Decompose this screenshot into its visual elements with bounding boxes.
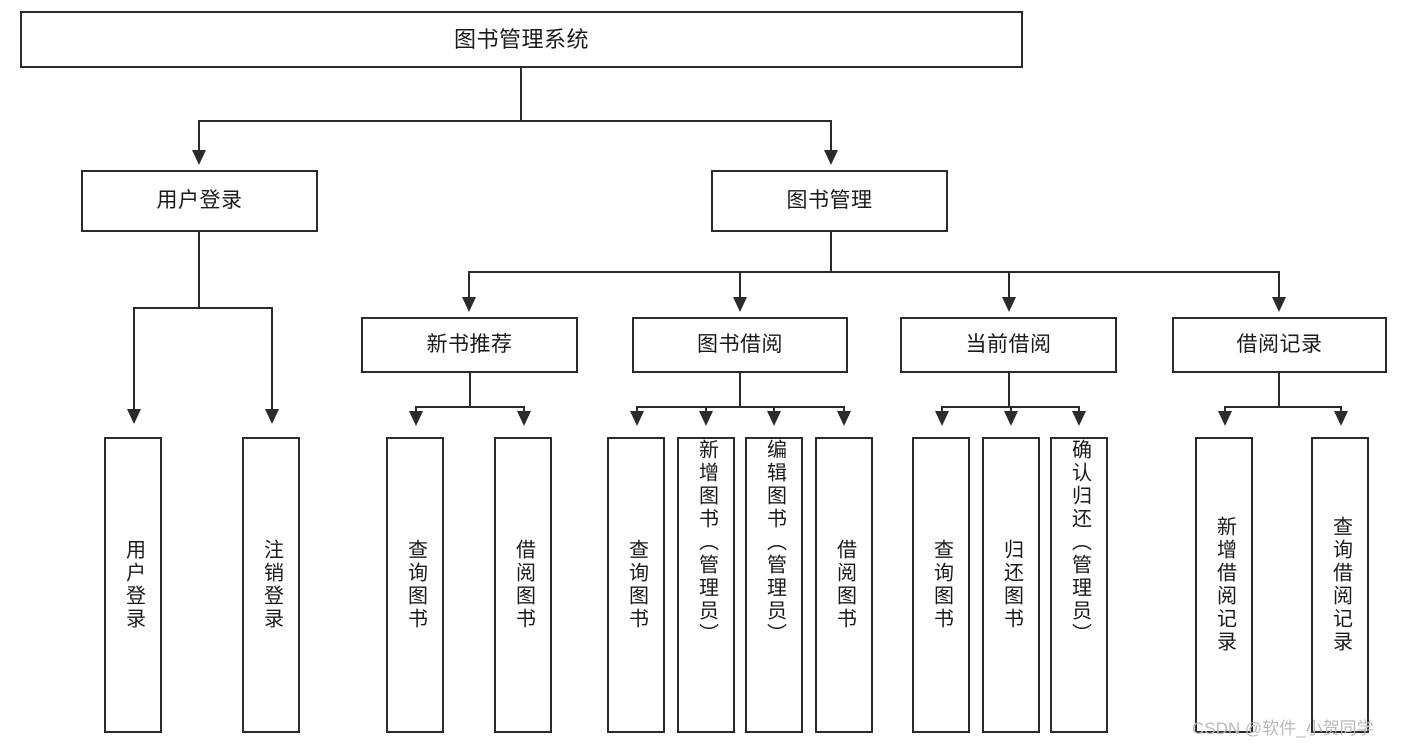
node-leaf-user-login-label: 用户登录 (122, 539, 145, 631)
node-leaf-query-book-1-label: 查询图书 (404, 539, 427, 631)
connector-root-stem (520, 68, 522, 121)
node-leaf-borrow-book-1[interactable]: 借阅图书 (494, 437, 552, 733)
connector-to-new-book-recommend (468, 271, 470, 299)
arrowhead-leaf-edit-book (767, 411, 781, 426)
node-root-label: 图书管理系统 (453, 26, 589, 52)
connector-newbook-stem (469, 373, 471, 407)
node-leaf-query-book-3-label: 查询图书 (930, 539, 953, 631)
connector-to-borrow-record (1278, 271, 1280, 299)
node-leaf-add-record[interactable]: 新增借阅记录 (1195, 437, 1253, 733)
connector-currentborrow-leaf-2 (1010, 406, 1012, 413)
node-leaf-query-book-2-label: 查询图书 (625, 539, 648, 631)
connector-root-to-book-management (830, 120, 832, 152)
arrowhead-book-borrow (733, 297, 747, 312)
arrowhead-leaf-query-record (1334, 411, 1348, 426)
connector-currentborrow-leaf-1 (941, 406, 943, 413)
arrowhead-leaf-user-login (127, 409, 141, 424)
connector-newbook-leaf-1 (415, 406, 417, 413)
node-root[interactable]: 图书管理系统 (20, 11, 1023, 68)
node-leaf-add-record-label: 新增借阅记录 (1213, 516, 1236, 654)
node-leaf-edit-book-label: 编辑图书（管理员） (763, 439, 786, 646)
connector-bookborrow-leaf-1 (636, 406, 638, 413)
node-leaf-query-book-2[interactable]: 查询图书 (607, 437, 665, 733)
node-leaf-confirm-return[interactable]: 确认归还（管理员） (1050, 437, 1108, 733)
node-user-login-label: 用户登录 (156, 188, 243, 212)
node-leaf-return-book-label: 归还图书 (1000, 539, 1023, 631)
arrowhead-leaf-confirm-return (1072, 411, 1086, 426)
connector-to-current-borrow (1008, 271, 1010, 299)
connector-borrowrecord-stem (1278, 373, 1280, 407)
node-leaf-query-book-3[interactable]: 查询图书 (912, 437, 970, 733)
connector-bookmgmt-stem (830, 232, 832, 272)
arrowhead-book-management (824, 150, 838, 165)
arrowhead-leaf-borrow-book-1 (517, 411, 531, 426)
connector-bookmgmt-bus (468, 271, 1280, 273)
node-book-management[interactable]: 图书管理 (711, 170, 948, 232)
node-book-borrow[interactable]: 图书借阅 (632, 317, 848, 373)
node-user-login[interactable]: 用户登录 (81, 170, 318, 232)
arrowhead-leaf-query-book-3 (935, 411, 949, 426)
arrowhead-leaf-query-book-1 (409, 411, 423, 426)
connector-bookborrow-stem (739, 373, 741, 407)
node-leaf-borrow-book-2-label: 借阅图书 (833, 539, 856, 631)
arrowhead-leaf-query-book-2 (630, 411, 644, 426)
connector-bookborrow-leaf-2 (705, 406, 707, 413)
node-leaf-logout[interactable]: 注销登录 (242, 437, 300, 733)
arrowhead-leaf-add-record (1218, 411, 1232, 426)
connector-newbook-leaf-2 (523, 406, 525, 413)
arrowhead-new-book-recommend (462, 297, 476, 312)
node-borrow-record[interactable]: 借阅记录 (1172, 317, 1387, 373)
connector-root-to-user-login (198, 120, 200, 152)
connector-newbook-bus (415, 406, 523, 408)
arrowhead-leaf-logout (265, 409, 279, 424)
connector-userlogin-stem (198, 232, 200, 308)
arrowhead-leaf-add-book (699, 411, 713, 426)
node-leaf-add-book[interactable]: 新增图书（管理员） (677, 437, 735, 733)
node-leaf-borrow-book-2[interactable]: 借阅图书 (815, 437, 873, 733)
node-leaf-query-record-label: 查询借阅记录 (1329, 516, 1352, 654)
connector-userlogin-bus (133, 307, 271, 309)
node-leaf-logout-label: 注销登录 (260, 539, 283, 631)
node-current-borrow[interactable]: 当前借阅 (900, 317, 1117, 373)
node-leaf-return-book[interactable]: 归还图书 (982, 437, 1040, 733)
arrowhead-borrow-record (1272, 297, 1286, 312)
arrowhead-leaf-borrow-book-2 (837, 411, 851, 426)
node-book-management-label: 图书管理 (786, 188, 873, 212)
node-leaf-add-book-label: 新增图书（管理员） (695, 439, 718, 646)
connector-currentborrow-leaf-3 (1078, 406, 1080, 413)
node-new-book-recommend-label: 新书推荐 (426, 332, 513, 356)
connector-root-bus (198, 120, 832, 122)
node-current-borrow-label: 当前借阅 (965, 332, 1052, 356)
node-leaf-borrow-book-1-label: 借阅图书 (512, 539, 535, 631)
arrowhead-user-login (192, 150, 206, 165)
arrowhead-leaf-return-book (1004, 411, 1018, 426)
connector-currentborrow-bus (941, 406, 1078, 408)
arrowhead-current-borrow (1002, 297, 1016, 312)
node-leaf-edit-book[interactable]: 编辑图书（管理员） (745, 437, 803, 733)
connector-borrowrecord-leaf-2 (1340, 406, 1342, 413)
connector-to-book-borrow (739, 271, 741, 299)
connector-bookborrow-leaf-3 (773, 406, 775, 413)
connector-currentborrow-stem (1008, 373, 1010, 407)
connector-userlogin-leaf-1 (133, 307, 135, 411)
connector-borrowrecord-bus (1224, 406, 1341, 408)
node-leaf-confirm-return-label: 确认归还（管理员） (1068, 439, 1091, 646)
connector-bookborrow-bus (636, 406, 844, 408)
connector-borrowrecord-leaf-1 (1224, 406, 1226, 413)
connector-bookborrow-leaf-4 (843, 406, 845, 413)
node-leaf-query-book-1[interactable]: 查询图书 (386, 437, 444, 733)
node-leaf-query-record[interactable]: 查询借阅记录 (1311, 437, 1369, 733)
connector-userlogin-leaf-2 (271, 307, 273, 411)
node-new-book-recommend[interactable]: 新书推荐 (361, 317, 578, 373)
node-leaf-user-login[interactable]: 用户登录 (104, 437, 162, 733)
node-borrow-record-label: 借阅记录 (1236, 332, 1323, 356)
node-book-borrow-label: 图书借阅 (697, 332, 783, 356)
